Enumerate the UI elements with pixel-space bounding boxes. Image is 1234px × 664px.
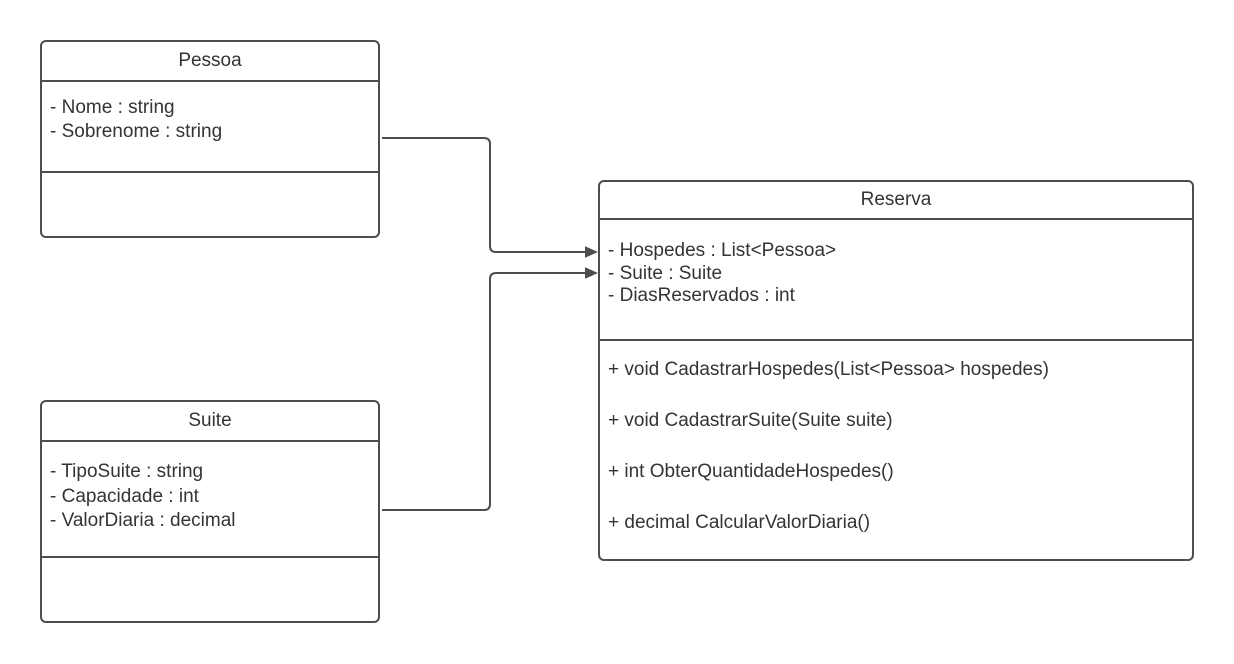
class-box-pessoa[interactable]: Pessoa - Nome : string - Sobrenome : stri… — [40, 40, 380, 238]
class-title-suite: Suite — [42, 402, 378, 442]
class-methods-pessoa-empty — [42, 173, 378, 236]
attribute-row: - Suite : Suite — [608, 262, 723, 284]
method-row: + int ObterQuantidadeHospedes() — [608, 460, 894, 482]
method-row: + void CadastrarSuite(Suite suite) — [608, 409, 893, 431]
connector-suite-to-reserva[interactable] — [382, 267, 598, 511]
class-attributes-suite: - TipoSuite : string - Capacidade : int - … — [42, 442, 378, 558]
attribute-row: - Hospedes : List<Pessoa> — [608, 240, 837, 262]
connector-suite-to-reserva-line[interactable] — [382, 272, 585, 511]
attribute-row: - Nome : string — [50, 97, 175, 118]
attribute-row: - DiasReservados : int — [608, 285, 795, 307]
class-box-reserva[interactable]: Reserva - Hospedes : List<Pessoa>- Suite… — [598, 180, 1194, 561]
class-attributes-reserva: - Hospedes : List<Pessoa>- Suite : Suite… — [600, 220, 1192, 341]
class-title-pessoa: Pessoa — [42, 42, 378, 82]
attribute-row: - Capacidade : int — [50, 485, 199, 507]
arrowhead-pessoa-to-reserva — [585, 246, 598, 258]
attribute-row: - Sobrenome : string — [50, 121, 223, 142]
class-methods-suite-empty — [42, 558, 378, 621]
class-attributes-pessoa: - Nome : string - Sobrenome : string — [42, 82, 378, 173]
method-row: + void CadastrarHospedes(List<Pessoa> ho… — [608, 358, 1049, 380]
class-box-suite[interactable]: Suite - TipoSuite : string - Capacidade :… — [40, 400, 380, 623]
arrowhead-suite-to-reserva — [585, 267, 598, 279]
attribute-row: - ValorDiaria : decimal — [50, 510, 236, 531]
connector-pessoa-to-reserva-line[interactable] — [382, 137, 585, 253]
connector-pessoa-to-reserva[interactable] — [382, 137, 598, 258]
attribute-row: - TipoSuite : string — [50, 461, 204, 482]
class-methods-reserva: + void CadastrarHospedes(List<Pessoa> ho… — [600, 341, 1192, 559]
method-row: + decimal CalcularValorDiaria() — [608, 511, 871, 533]
class-title-reserva: Reserva — [600, 182, 1192, 221]
